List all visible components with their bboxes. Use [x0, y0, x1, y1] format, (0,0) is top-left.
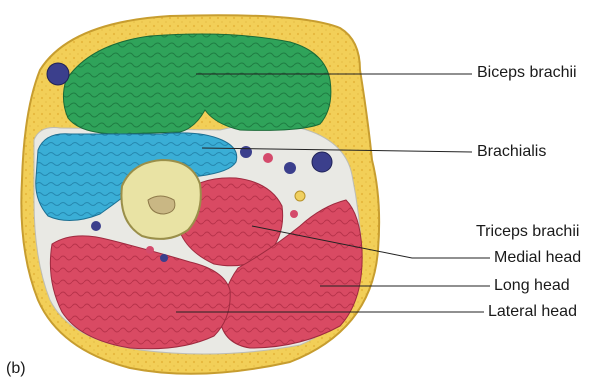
biceps-brachii-muscle — [63, 34, 330, 134]
label-lateral-head: Lateral head — [488, 303, 577, 321]
label-brachialis: Brachialis — [477, 143, 546, 161]
panel-letter: (b) — [6, 360, 26, 378]
basilic-vein — [312, 152, 332, 172]
cephalic-vein — [47, 63, 69, 85]
radial-vessel-3 — [160, 254, 168, 262]
label-long-head: Long head — [494, 277, 570, 295]
brachial-vessel-2 — [263, 153, 273, 163]
brachial-vessel-1 — [240, 146, 252, 158]
label-biceps-brachii: Biceps brachii — [477, 64, 577, 82]
label-triceps-brachii: Triceps brachii — [476, 223, 579, 241]
brachial-vessel-3 — [284, 162, 296, 174]
nerve-2 — [290, 210, 298, 218]
nerve-1 — [295, 191, 305, 201]
radial-vessel-2 — [146, 246, 154, 254]
radial-vessel-1 — [91, 221, 101, 231]
label-medial-head: Medial head — [494, 249, 581, 267]
